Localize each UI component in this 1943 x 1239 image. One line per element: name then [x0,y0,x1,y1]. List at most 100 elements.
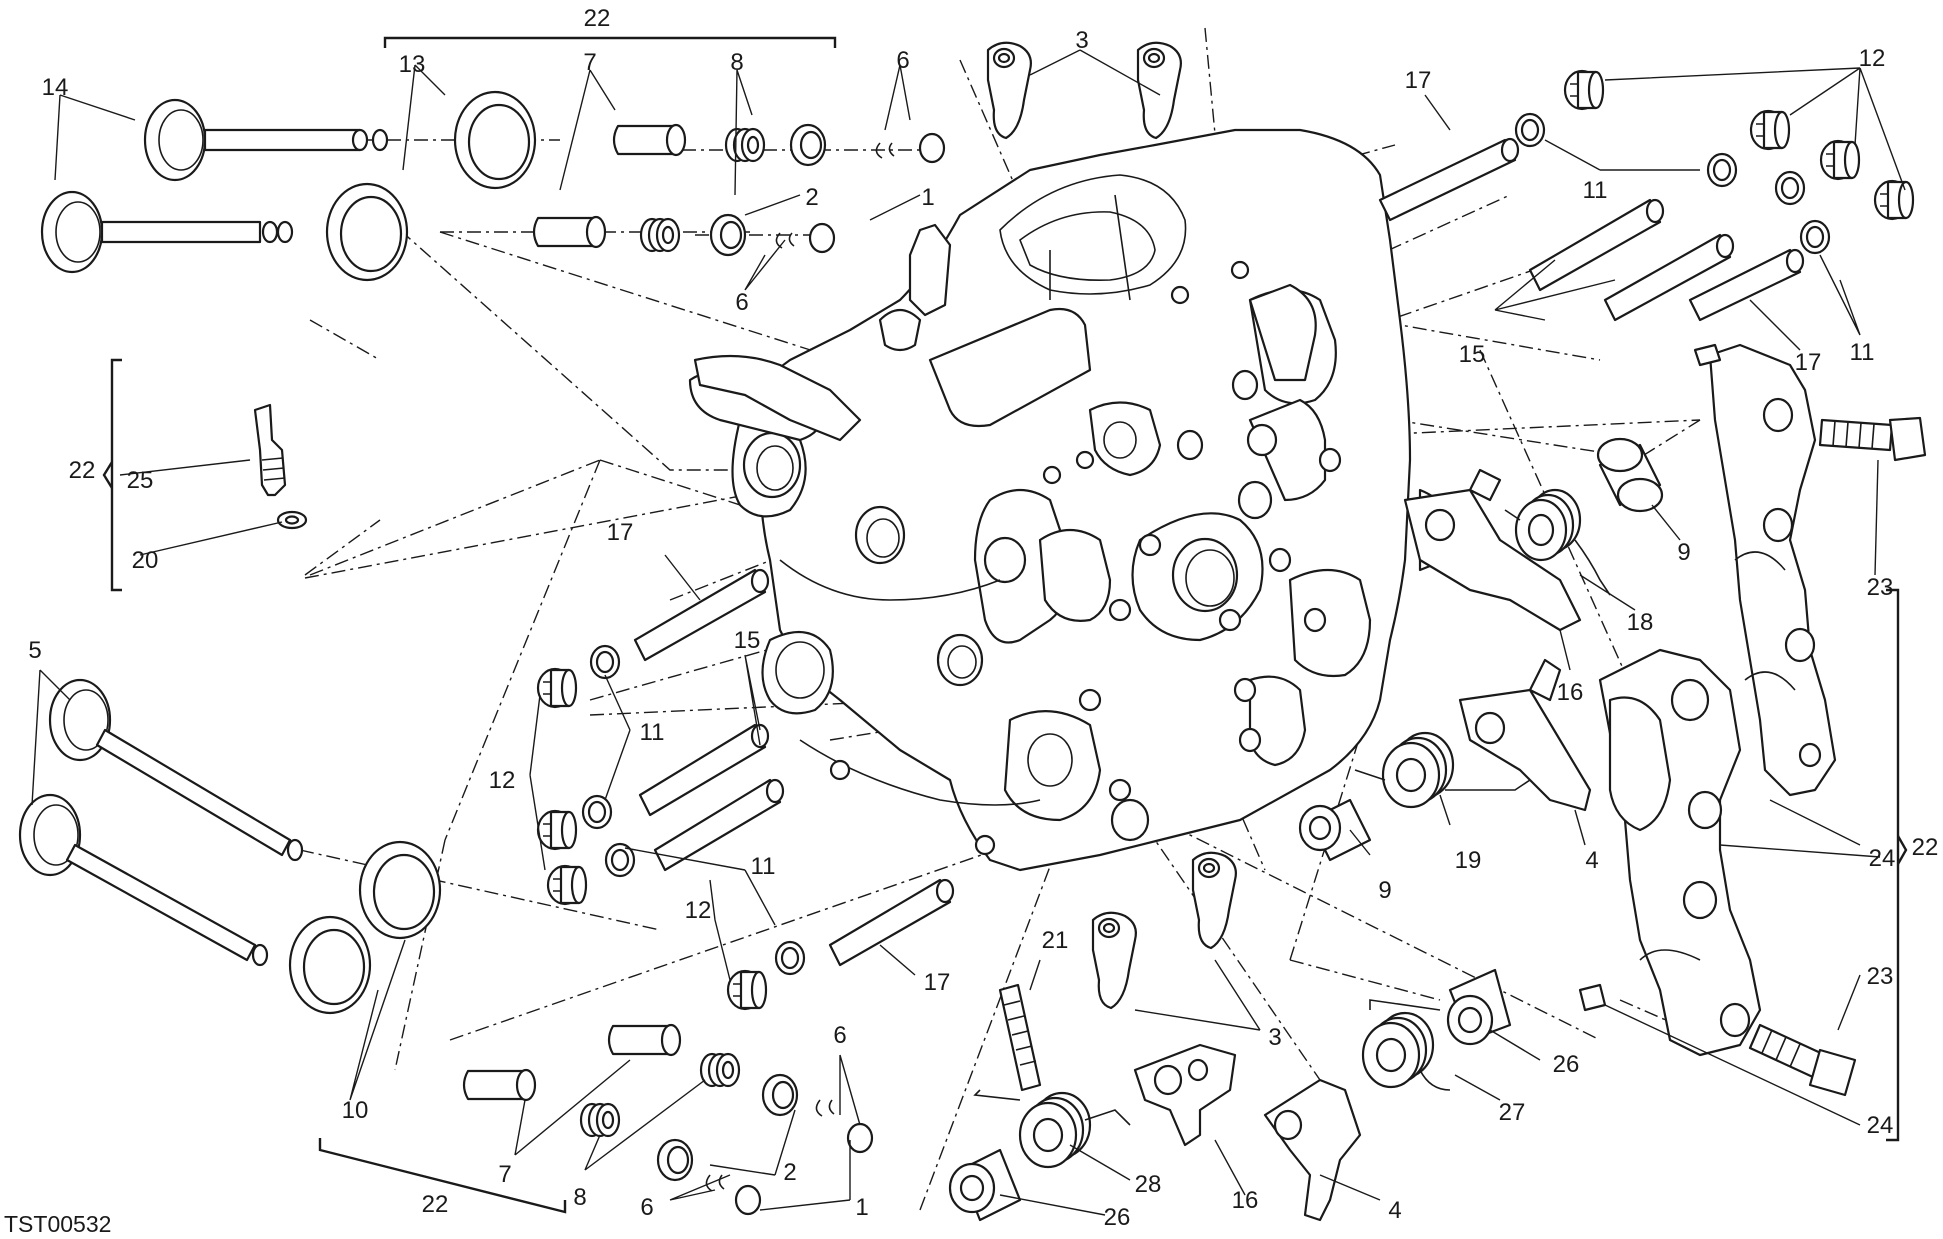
callout-4-low: 4 [1388,1197,1401,1224]
bracket-22-top [383,36,837,48]
washer-top-2 [1706,152,1738,188]
half-collet-low-2 [705,1174,725,1192]
callout-26-right: 26 [1553,1051,1580,1078]
callout-19: 19 [1455,847,1482,874]
callout-6-bottom: 6 [640,1194,653,1221]
callout-22-bottom: 22 [422,1191,449,1218]
callout-25: 25 [127,467,154,494]
rocker-pin-right-2 [1603,233,1735,322]
callout-22-top: 22 [584,5,611,32]
valve-guide-top-2 [532,215,607,249]
plug-low [726,969,768,1011]
valve-guide-top-1 [612,123,687,157]
rocker-arm-top-1 [986,41,1032,140]
washer-top-3 [1774,170,1806,206]
plug-mid-3 [546,864,588,906]
callout-16-low: 16 [1232,1187,1259,1214]
rocker-pin-mid-3 [653,778,785,872]
callout-27: 27 [1499,1099,1526,1126]
bush-mid [1298,798,1372,862]
valve-spring-low-1 [699,1052,741,1088]
return-spring-top [1504,488,1611,596]
rocker-arm-top-2 [1136,41,1182,140]
valve-seat-top-1 [453,90,537,190]
callout-14: 14 [42,74,69,101]
callout-9-mid: 9 [1378,877,1391,904]
shim-low-1 [846,1122,874,1154]
shim-top-2 [808,222,836,254]
bracket-22-bottom [318,1138,567,1214]
forked-lever-low-2 [1263,1078,1362,1222]
callout-17-mid: 17 [607,519,634,546]
rocker-pin-top [1378,137,1520,222]
valve-spring-top-2 [639,217,681,253]
callout-labels: 22 13 7 8 6 14 2 1 6 3 17 12 11 15 17 11… [28,5,1938,1231]
callout-12-mid: 12 [489,767,516,794]
callout-12-low: 12 [685,897,712,924]
rocker-pin-mid-1 [633,568,770,662]
rocker-pin-mid-2 [638,723,770,817]
callout-13: 13 [399,51,426,78]
cap-screw-low [1748,1023,1857,1097]
washer-top-4 [1799,219,1831,255]
callout-28: 28 [1135,1171,1162,1198]
callout-24-low: 24 [1867,1112,1894,1139]
callout-8-low: 8 [573,1184,586,1211]
callout-22-right: 22 [1912,834,1939,861]
bush-low-right [1446,968,1512,1046]
callout-6-low: 6 [833,1022,846,1049]
half-collet-top-2 [775,232,795,249]
sealing-washer-nipple [276,510,308,530]
valve-seat-low-2 [288,915,372,1015]
callout-17-low: 17 [924,969,951,996]
cylinder-head-casting [688,128,1412,872]
washer-top-1 [1514,112,1546,148]
callout-6-mid: 6 [735,289,748,316]
drawing-code: TST00532 [4,1211,111,1237]
dowel-low [1578,983,1607,1012]
washer-mid-1 [589,644,621,680]
callout-16-right: 16 [1557,679,1584,706]
callout-11-a: 11 [1583,177,1608,204]
washer-low [774,940,806,976]
callout-10: 10 [342,1097,369,1124]
callout-20: 20 [132,547,159,574]
return-spring-low-right [1361,999,1451,1091]
plug-top-2 [1749,109,1791,151]
callout-5: 5 [28,637,41,664]
bracket-22-right [1886,588,1908,1142]
callout-18: 18 [1627,609,1654,636]
callout-4-right: 4 [1585,847,1598,874]
valve-seat-top-2 [325,182,409,282]
callout-11-c: 11 [640,719,665,746]
callout-17-right: 17 [1795,349,1822,376]
exhaust-valve-low-1 [48,678,304,862]
valve-spring-top-1 [724,127,766,163]
callout-3-low: 3 [1268,1024,1281,1051]
callout-9-right: 9 [1677,539,1690,566]
valve-guide-low-2 [462,1068,537,1102]
callout-11-b: 11 [1850,339,1875,366]
bush-top [1596,437,1664,513]
intake-valve-top-1 [143,98,389,182]
callout-17-top: 17 [1405,67,1432,94]
bush-low-left [948,1148,1022,1222]
callout-11-d: 11 [751,853,776,880]
dowel-top [1693,343,1722,367]
stud-bolt [998,983,1042,1092]
shim-top-1 [918,132,946,164]
spring-cup-low-2 [656,1138,694,1182]
cap-screw-top [1818,416,1927,462]
return-spring-low-left [973,1089,1131,1169]
forked-lever-mid [1458,658,1592,812]
cam-carrier-low [1598,648,1762,1057]
valve-spring-low-2 [579,1102,621,1138]
rocker-pin-low [828,878,955,967]
shim-low-2 [734,1184,762,1216]
exhaust-valve-low-2 [18,793,269,967]
washer-mid-2 [581,794,613,830]
valve-guide-low-1 [607,1023,682,1057]
return-spring-mid [1354,731,1531,809]
plug-mid-1 [536,667,578,709]
